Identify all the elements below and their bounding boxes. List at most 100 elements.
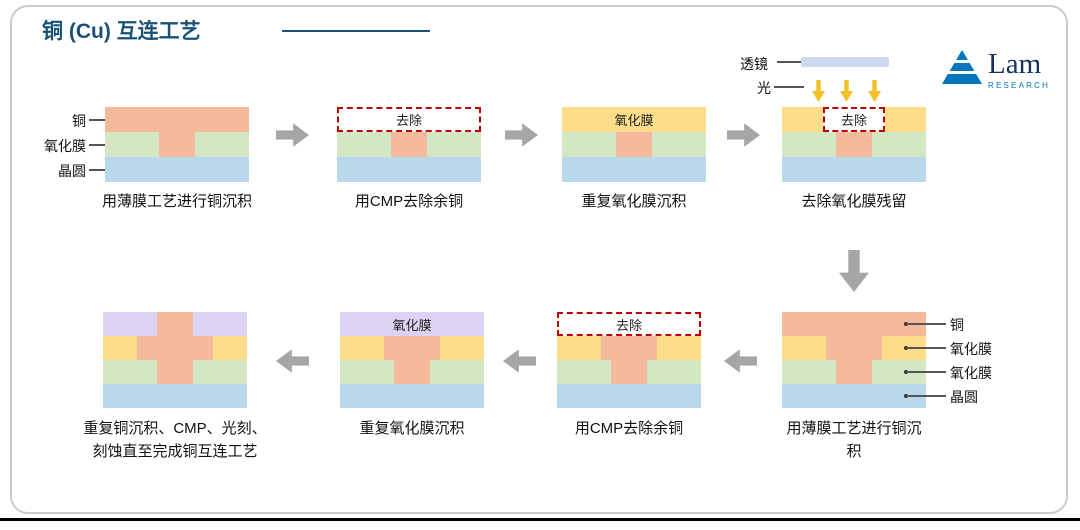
band <box>782 157 926 182</box>
slide-footer-rule <box>0 518 1080 521</box>
step1-caption: 用薄膜工艺进行铜沉积 <box>101 193 252 210</box>
oxide-layer <box>103 312 157 336</box>
lens-bar <box>801 57 889 67</box>
band <box>782 336 926 360</box>
band: 去除 <box>782 107 926 132</box>
oxide-layer <box>427 132 481 157</box>
band <box>103 312 247 336</box>
logo-brand: Lam <box>988 48 1042 80</box>
slide-border <box>10 5 1068 514</box>
oxide-layer <box>885 107 926 132</box>
oxide-layer <box>782 336 826 360</box>
leader-line <box>906 371 946 373</box>
copper-via <box>394 360 430 384</box>
layer-label-wafer: 晶圆 <box>950 389 978 405</box>
copper-layer <box>782 312 926 336</box>
wafer-layer <box>105 157 249 182</box>
band <box>103 384 247 408</box>
copper-via <box>836 132 872 157</box>
copper-layer <box>105 107 249 132</box>
band <box>557 360 701 384</box>
wafer-layer <box>103 384 247 408</box>
removed-region: 去除 <box>337 107 481 132</box>
oxide-layer <box>193 360 247 384</box>
lam-triangle-icon <box>942 50 982 84</box>
band: 去除 <box>557 312 701 336</box>
removed-label: 去除 <box>395 113 422 128</box>
logo-sub: RESEARCH <box>988 81 1051 90</box>
band <box>105 107 249 132</box>
leader-line <box>906 347 946 349</box>
oxide-layer <box>782 132 836 157</box>
step8-caption: 重复铜沉积、CMP、光刻、 刻蚀直至完成铜互连工艺 <box>83 420 267 461</box>
band <box>103 360 247 384</box>
oxide-layer <box>193 312 247 336</box>
step5-wafer-diagram <box>782 312 926 408</box>
removed-region: 去除 <box>823 107 885 132</box>
oxide-label: 氧化膜 <box>614 113 654 128</box>
oxide-layer <box>103 360 157 384</box>
wafer-layer <box>782 157 926 182</box>
leader-line <box>906 395 946 397</box>
oxide-label: 氧化膜 <box>392 317 432 333</box>
oxide-layer <box>430 360 484 384</box>
step7-caption: 重复氧化膜沉积 <box>359 420 465 437</box>
oxide-layer <box>557 360 611 384</box>
band: 去除 <box>337 107 481 132</box>
oxide-layer <box>340 360 394 384</box>
band <box>562 157 706 182</box>
oxide-layer <box>195 132 249 157</box>
lam-research-logo: Lam RESEARCH <box>942 50 1050 90</box>
oxide-layer <box>103 336 137 360</box>
oxide-layer: 氧化膜 <box>340 312 484 336</box>
band <box>562 132 706 157</box>
removed-region: 去除 <box>557 312 701 336</box>
band: 氧化膜 <box>340 312 484 336</box>
step7-wafer-diagram: 氧化膜 <box>340 312 484 408</box>
band <box>557 336 701 360</box>
oxide-layer <box>213 336 247 360</box>
layer-label-copper: 铜 <box>950 317 964 333</box>
step4-wafer-diagram: 去除 <box>782 107 926 182</box>
leader-line <box>89 169 119 171</box>
leader-line <box>89 144 119 146</box>
band <box>105 157 249 182</box>
wafer-layer <box>337 157 481 182</box>
band <box>782 360 926 384</box>
copper-line <box>601 336 657 360</box>
oxide-layer <box>647 360 701 384</box>
step8-wafer-diagram <box>103 312 247 408</box>
wafer-layer <box>557 384 701 408</box>
band <box>340 360 484 384</box>
copper-via <box>391 132 427 157</box>
page-title: 铜 (Cu) 互连工艺 <box>42 20 201 43</box>
copper-via <box>157 360 193 384</box>
layer-label-copper: 铜 <box>72 113 86 129</box>
copper-line <box>384 336 440 360</box>
band <box>557 384 701 408</box>
removed-label: 去除 <box>840 113 867 128</box>
step6-caption: 用CMP去除余铜 <box>574 420 684 437</box>
oxide-layer <box>340 336 384 360</box>
leader-line <box>89 119 119 121</box>
step5-caption: 用薄膜工艺进行铜沉 积 <box>786 420 922 461</box>
logo-text: Lam RESEARCH <box>988 48 1051 91</box>
layer-label-wafer: 晶圆 <box>58 163 86 179</box>
lens-leader-line <box>777 61 801 63</box>
oxide-layer <box>105 132 159 157</box>
oxide-layer <box>337 132 391 157</box>
leader-line <box>906 323 946 325</box>
step3-wafer-diagram: 氧化膜 <box>562 107 706 182</box>
light-leader-line <box>774 86 804 88</box>
copper-via <box>836 360 872 384</box>
copper-line <box>826 336 882 360</box>
oxide-layer <box>657 336 701 360</box>
band <box>340 384 484 408</box>
oxide-layer <box>557 336 601 360</box>
step4-caption: 去除氧化膜残留 <box>801 193 907 210</box>
copper-via <box>616 132 652 157</box>
oxide-layer <box>562 132 616 157</box>
copper-line <box>137 336 213 360</box>
layer-label-oxide: 氧化膜 <box>44 138 86 154</box>
light-label: 光 <box>757 80 771 96</box>
